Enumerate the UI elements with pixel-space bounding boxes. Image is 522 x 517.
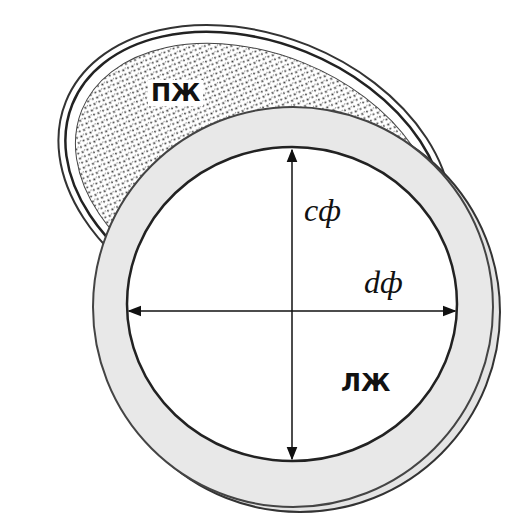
dimension-arrow xyxy=(129,310,455,312)
part-name: ПЖ xyxy=(148,80,203,106)
dimension-label: dф xyxy=(362,266,405,298)
left-ventricle xyxy=(93,107,500,512)
dimension-arrow xyxy=(291,150,293,459)
part-name: ЛЖ xyxy=(338,370,393,396)
dimension-label: cф xyxy=(302,194,343,226)
